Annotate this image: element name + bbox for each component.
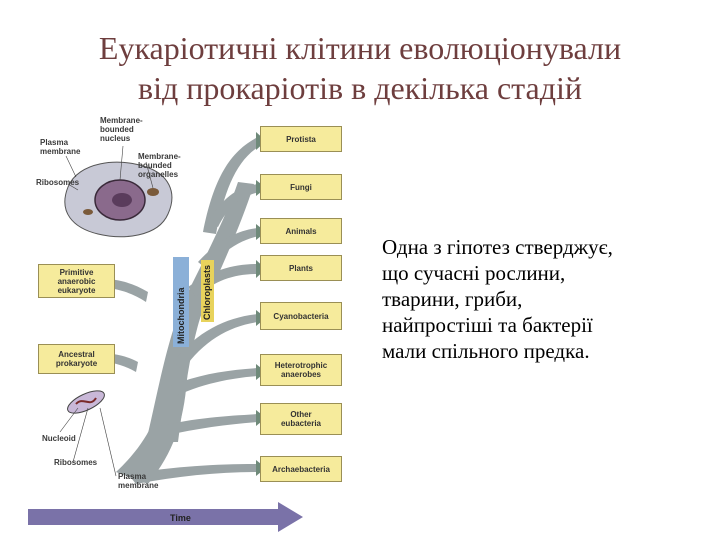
side-text-line-1: Одна з гіпотез стверджує, (382, 235, 613, 259)
label-membrane-organelles: Membrane- bounded organelles (138, 152, 181, 179)
branch-hetero (168, 368, 258, 396)
group-box-plants: Plants (260, 255, 342, 281)
label-plasma-membrane: Plasma membrane (40, 138, 81, 156)
branch-cyano (173, 314, 258, 370)
diagram-graphics (28, 132, 303, 532)
side-text-line-3: тварини, гриби, (382, 287, 523, 311)
pointer-lines (59, 145, 154, 477)
side-text-line-2: що сучасні рослини, (382, 261, 566, 285)
group-box-archaebacteria: Archaebacteria (260, 456, 342, 482)
prokaryote-cell (67, 390, 105, 414)
group-box-cyanobacteria: Cyanobacteria (260, 302, 342, 330)
prokaryote-nucleoid (75, 397, 97, 405)
label-membrane-nucleus: Membrane- bounded nucleus (100, 116, 143, 143)
label-chloroplasts: Chloroplasts (202, 264, 212, 320)
branch-shapes (88, 137, 260, 484)
side-text: Одна з гіпотез стверджує, що сучасні рос… (382, 234, 682, 364)
eukaryote-cell (64, 161, 173, 238)
time-arrow (28, 502, 303, 532)
branch-plants (188, 264, 258, 297)
branch-animals (198, 228, 259, 270)
slide-title: Еукаріотичні клітини еволюціонували від … (0, 28, 720, 108)
group-box-protista: Protista (260, 126, 342, 152)
cell-organelle-2 (83, 209, 93, 215)
chloroplast-bar (201, 260, 214, 322)
label-ribosomes-bottom: Ribosomes (54, 458, 98, 467)
group-box-fungi: Fungi (260, 174, 342, 200)
pointer-organelles (145, 161, 154, 189)
side-text-line-5: мали спільного предка. (382, 339, 590, 363)
label-ribosomes-top: Ribosomes (36, 178, 80, 187)
pointer-ribosomes-top (67, 183, 79, 191)
pointer-nucleoid (59, 407, 79, 433)
title-line-2: від прокаріотів в декілька стадій (137, 70, 583, 106)
cell-nucleolus (112, 193, 132, 207)
label-nucleoid: Nucleoid (42, 434, 76, 443)
pointer-nucleus (119, 145, 124, 181)
branch-archae (128, 464, 258, 484)
box-ancestral-prokaryote: Ancestral prokaryote (38, 344, 115, 374)
pointer-ribosomes-bottom (72, 407, 89, 463)
label-plasma-bottom: Plasma membrane (118, 472, 159, 490)
label-mitochondria: Mitochondria (176, 287, 186, 345)
branch-other (156, 414, 258, 436)
pointer-plasma (65, 155, 77, 178)
title-line-1: Еукаріотичні клітини еволюціонували (98, 30, 622, 66)
pointer-plasma-bottom (99, 407, 117, 477)
group-box-animals: Animals (260, 218, 342, 244)
cell-organelle (147, 188, 159, 196)
side-text-line-4: найпростіші та бактерії (382, 313, 593, 337)
box-primitive-eukaryote: Primitive anaerobic eukaryote (38, 264, 115, 298)
evolution-diagram: Membrane- bounded nucleus Plasma membran… (28, 112, 350, 540)
branch-fungi (208, 184, 259, 227)
mitochondria-bar (173, 257, 189, 347)
label-time: Time (170, 513, 191, 523)
